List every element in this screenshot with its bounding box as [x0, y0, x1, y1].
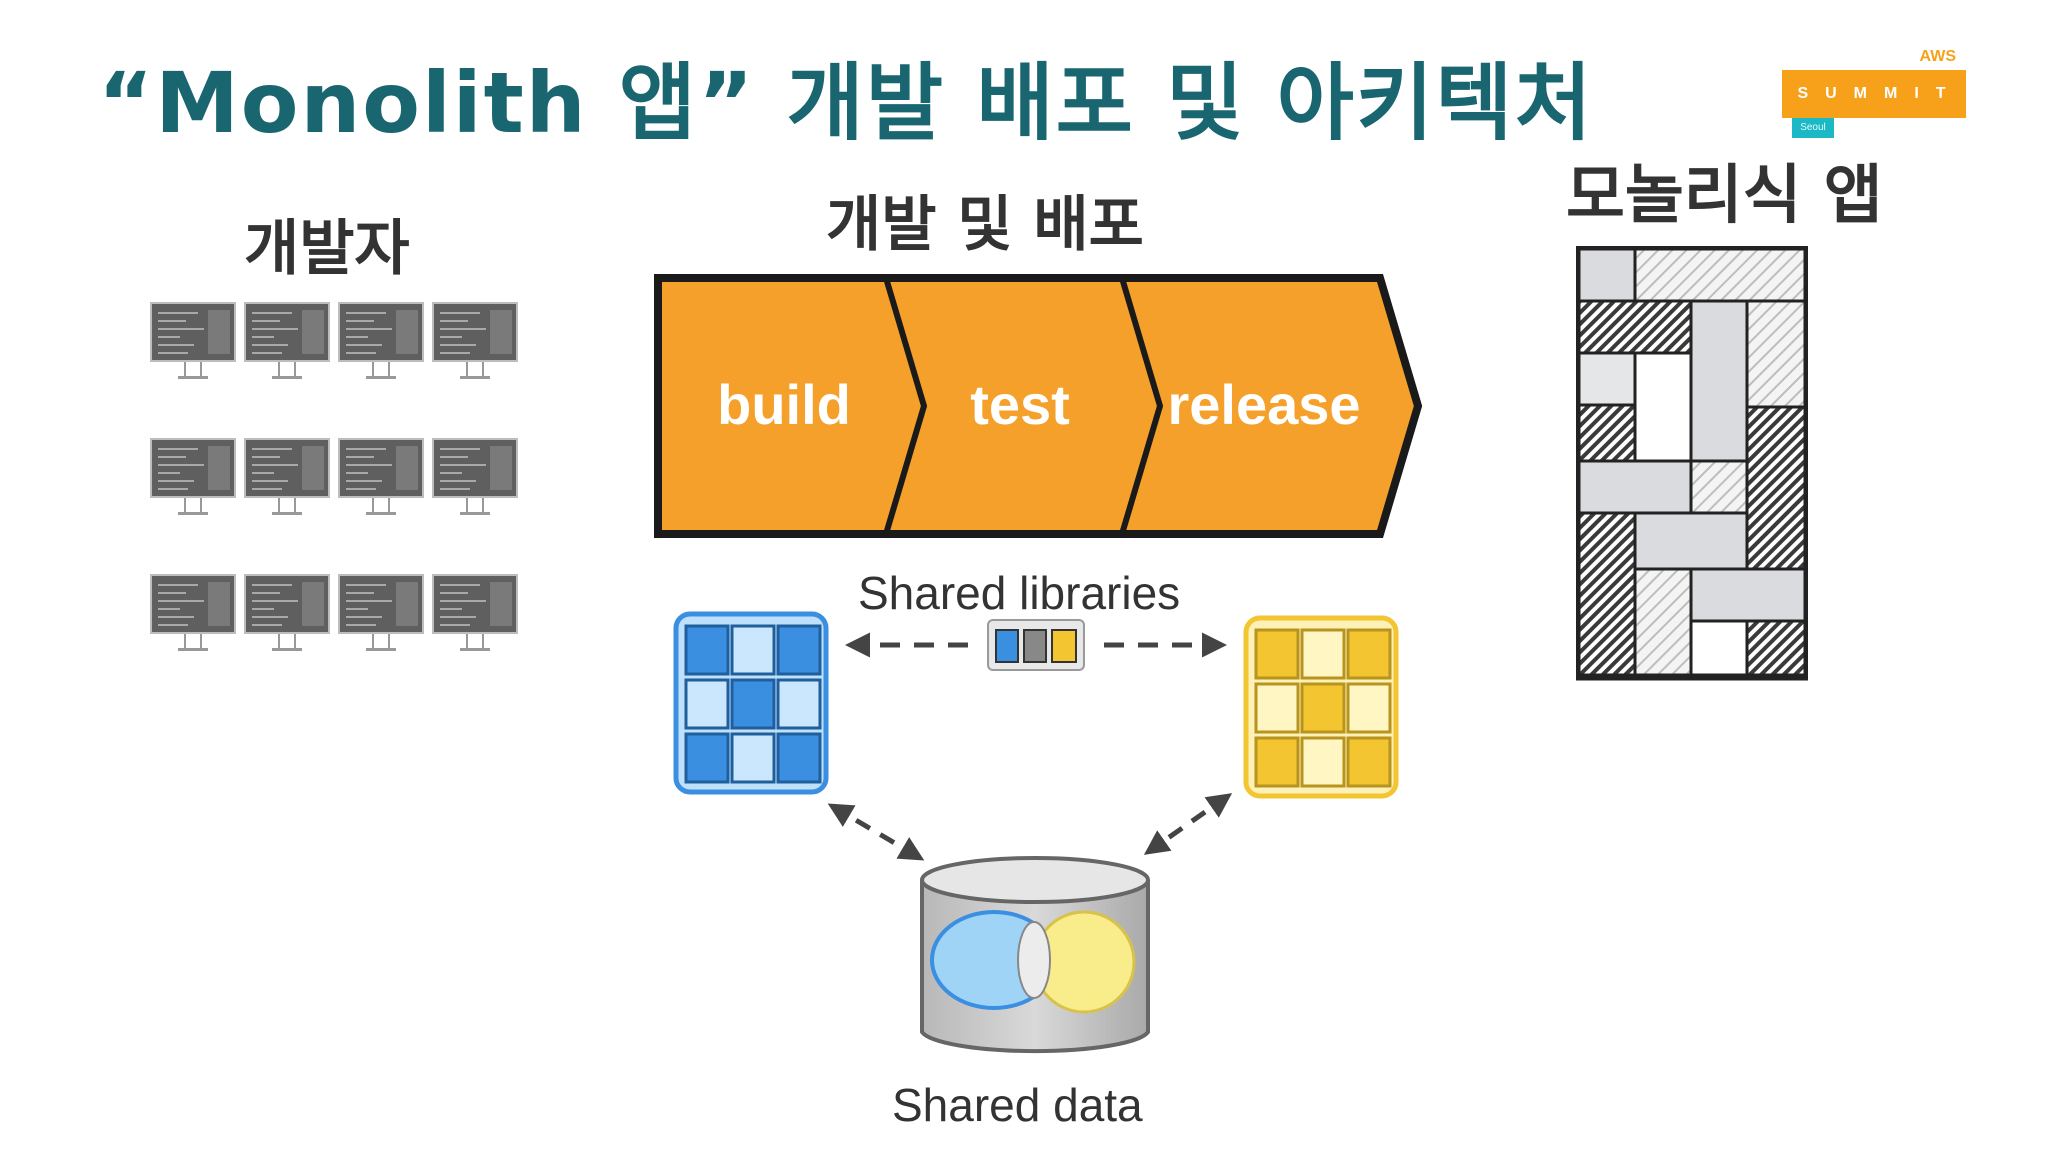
monitor-icon: [244, 574, 332, 658]
monitor-icon: [432, 574, 520, 658]
aws-summit-logo: AWS SUMMIT Seoul: [1782, 48, 1966, 138]
monitor-icon: [432, 438, 520, 522]
monitor-icon: [244, 438, 332, 522]
shared-library-chip: [987, 619, 1085, 671]
module-cell: [1254, 682, 1300, 734]
module-cell: [1254, 628, 1300, 680]
monitor-icon: [338, 302, 426, 386]
yellow-module: [1243, 615, 1399, 799]
module-cell: [684, 732, 730, 784]
stage-divider: [883, 277, 928, 535]
module-cell: [776, 732, 822, 784]
monolith-app-heading: 모놀리식 앱: [1566, 159, 1883, 233]
shared-libraries-label: Shared libraries: [858, 567, 1181, 619]
blue-module: [673, 611, 829, 795]
monitor-icon: [150, 302, 238, 386]
pipeline-heading: 개발 및 배포: [826, 190, 1144, 260]
pipeline-diagram: build test release: [654, 274, 1423, 538]
monitor-icon: [432, 302, 520, 386]
logo-sub-text: Seoul: [1792, 118, 1834, 138]
developer-monitors: [150, 302, 522, 658]
module-cell: [1300, 682, 1346, 734]
module-cell: [684, 624, 730, 676]
monitor-icon: [338, 438, 426, 522]
page-title: “Monolith 앱” 개발 배포 및 아키텍처: [98, 54, 1594, 152]
monitor-icon: [244, 302, 332, 386]
shared-database: [920, 856, 1150, 1054]
module-cell: [730, 678, 776, 730]
module-cell: [1346, 682, 1392, 734]
module-cell: [730, 624, 776, 676]
module-cell: [1300, 628, 1346, 680]
module-cell: [1346, 736, 1392, 788]
module-cell: [776, 678, 822, 730]
logo-main-text: SUMMIT: [1782, 70, 1966, 118]
stage-build: build: [717, 373, 851, 436]
monitor-icon: [150, 574, 238, 658]
pipeline-outline: [654, 274, 1423, 538]
logo-top-text: AWS: [1919, 48, 1956, 65]
monolith-app-diagram: [1576, 246, 1808, 681]
module-cell: [684, 678, 730, 730]
module-cell: [1300, 736, 1346, 788]
developers-heading: 개발자: [244, 214, 410, 284]
monitor-icon: [150, 438, 238, 522]
shared-data-label: Shared data: [892, 1079, 1143, 1131]
module-cell: [730, 732, 776, 784]
stage-test: test: [970, 373, 1070, 436]
stage-divider: [1119, 277, 1164, 535]
arrow-yellow-data: [1143, 793, 1233, 855]
module-cell: [1346, 628, 1392, 680]
monitor-icon: [338, 574, 426, 658]
module-cell: [776, 624, 822, 676]
stage-release: release: [1167, 373, 1360, 436]
module-cell: [1254, 736, 1300, 788]
arrow-blue-data: [827, 803, 925, 861]
